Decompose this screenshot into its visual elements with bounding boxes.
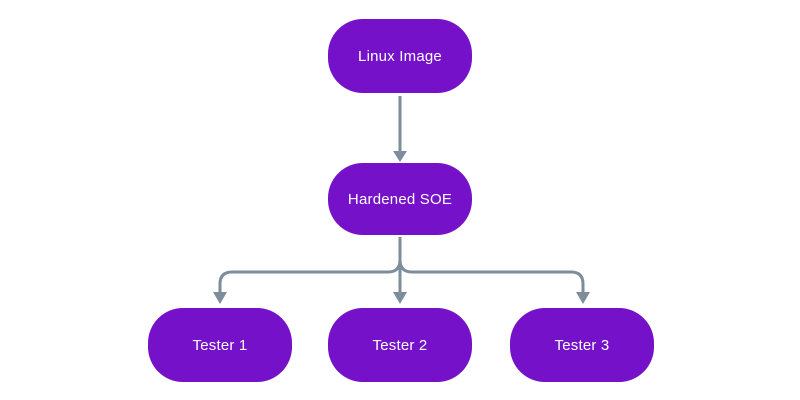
node-label-tester-1: Tester 1 [192, 336, 248, 354]
node-tester-3: Tester 3 [510, 308, 654, 382]
edge-hardened-soe-to-tester-1 [213, 237, 402, 304]
arrowhead-icon [393, 292, 407, 304]
arrowhead-icon [576, 292, 590, 304]
node-tester-2: Tester 2 [328, 308, 472, 382]
node-label-tester-2: Tester 2 [372, 336, 428, 354]
node-label-tester-3: Tester 3 [554, 336, 610, 354]
node-hardened-soe: Hardened SOE [328, 163, 472, 235]
node-tester-1: Tester 1 [148, 308, 292, 382]
edge-hardened-soe-to-tester-3 [398, 237, 590, 304]
node-label-linux-image: Linux Image [358, 47, 442, 65]
edge-linux-image-to-hardened-soe [393, 96, 407, 162]
arrowhead-icon [213, 292, 227, 304]
arrowhead-icon [393, 151, 407, 162]
node-label-hardened-soe: Hardened SOE [347, 190, 453, 208]
node-linux-image: Linux Image [328, 19, 472, 93]
